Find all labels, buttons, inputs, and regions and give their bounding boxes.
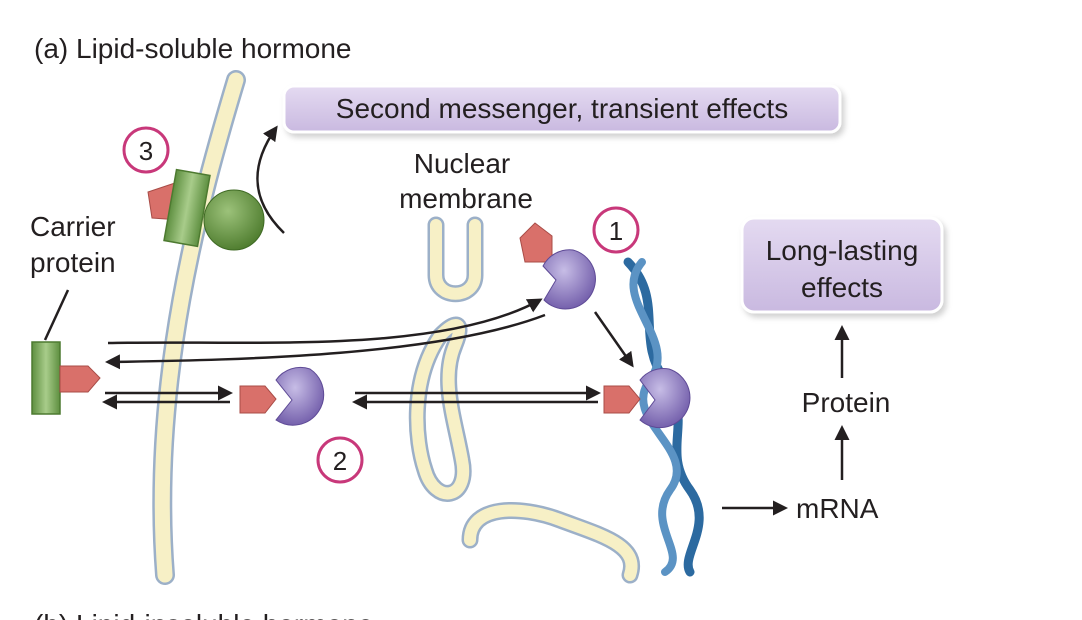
title-a: (a) Lipid-soluble hormone — [34, 33, 352, 64]
svg-text:2: 2 — [333, 446, 347, 476]
mrna-label: mRNA — [796, 493, 879, 524]
protein-label: Protein — [802, 387, 891, 418]
carrier-label-line2: protein — [30, 247, 116, 278]
hormone-receptor-complex-2 — [239, 366, 325, 426]
title-b: (b) Lipid-insoluble hormone — [34, 609, 373, 620]
nuclear-label-line1: Nuclear — [414, 148, 510, 179]
second-messenger-box: Second messenger, transient effects — [282, 84, 842, 134]
long-lasting-box: Long-lasting effects — [740, 216, 944, 314]
svg-text:1: 1 — [609, 216, 623, 246]
carrier-label-line1: Carrier — [30, 211, 116, 242]
long-lasting-line1: Long-lasting — [766, 235, 919, 266]
carrier-pointer — [43, 289, 70, 341]
membrane-receptor-3 — [147, 168, 265, 251]
svg-text:3: 3 — [139, 136, 153, 166]
cell-membrane — [152, 70, 246, 585]
second-messenger-text: Second messenger, transient effects — [336, 93, 788, 124]
hormone-receptor-complex-1 — [519, 222, 596, 310]
step-badge-1: 1 — [592, 206, 640, 254]
hormone-on-carrier — [59, 365, 101, 393]
pathway-arrows — [102, 125, 850, 516]
long-lasting-line2: effects — [801, 272, 883, 303]
nuclear-membrane — [408, 216, 640, 584]
nuclear-label-line2: membrane — [399, 183, 533, 214]
carrier-protein — [31, 341, 101, 415]
step-badge-3: 3 — [122, 126, 170, 174]
hormone-receptor-dna-complex — [603, 368, 691, 429]
step-badge-2: 2 — [316, 436, 364, 484]
